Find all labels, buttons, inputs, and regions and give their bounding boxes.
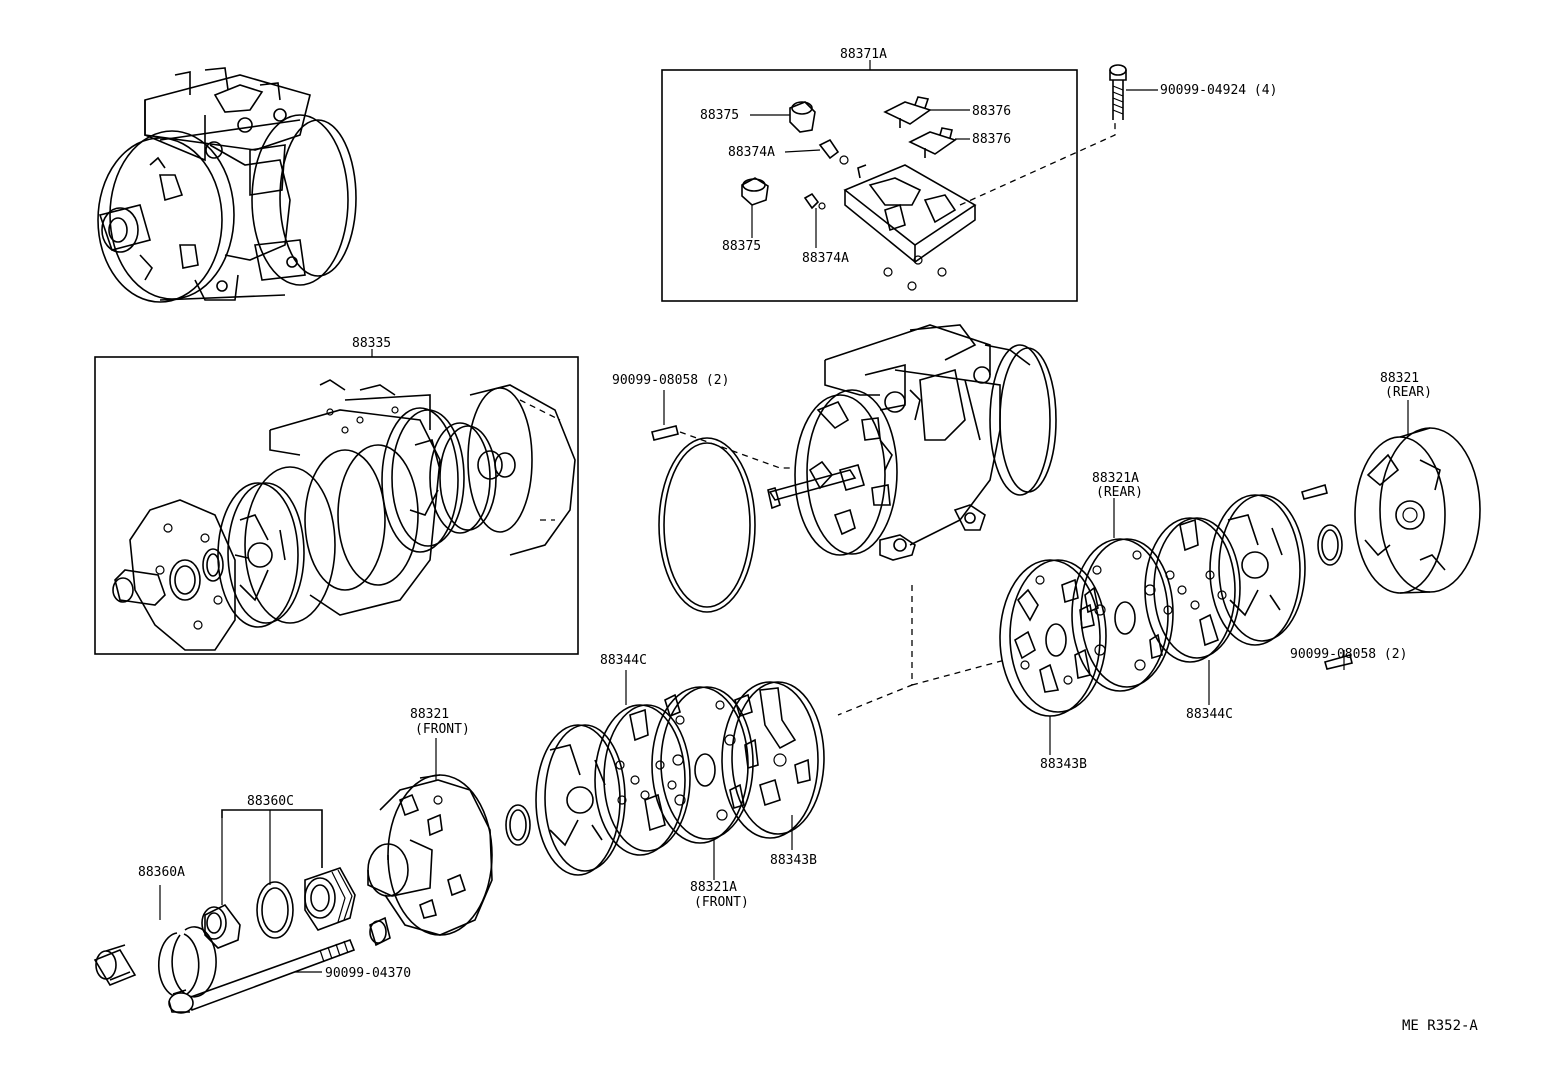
label-88321-rear: 88321 (1380, 371, 1419, 386)
label-88321A-front: 88321A (690, 880, 737, 895)
label-90099-08058-top: 90099-08058 (2) (612, 373, 729, 388)
rear-parts-group: 88343B 88321A (REAR) 88344C (999, 371, 1481, 772)
gasket-88321A-rear (1071, 538, 1169, 692)
label-90099-08058-right: 90099-08058 (2) (1290, 647, 1407, 662)
label-88360C: 88360C (247, 794, 294, 809)
label-88376-mid: 88376 (972, 132, 1011, 147)
label-88375-bottom: 88375 (722, 239, 761, 254)
valve-plate-88343B-mid (721, 681, 819, 839)
label-88374A-top: 88374A (728, 145, 775, 160)
label-88344C-mid: 88344C (600, 653, 647, 668)
label-88375-top: 88375 (700, 108, 739, 123)
reed-valve-88344C-right (1144, 517, 1236, 663)
label-90099-04370: 90099-04370 (325, 966, 411, 981)
front-valve-stack-group: 88343B 88321A (FRONT) 88344C (505, 653, 825, 910)
label-88321-front: 88321 (410, 707, 449, 722)
front-head-group: 88321 (FRONT) 88360C 88360A (93, 707, 493, 1014)
label-90099-04924: 90099-04924 (4) (1160, 83, 1277, 98)
label-88321A-rear: 88321A (1092, 471, 1139, 486)
label-88321-rear-sub: (REAR) (1385, 385, 1432, 400)
compressor-body-group: 90099-08058 (2) (612, 324, 1057, 613)
cylinder-frame (94, 356, 579, 655)
label-88344C-right: 88344C (1186, 707, 1233, 722)
gasket-88321A-front (651, 686, 749, 844)
diagram-reference-code: ME R352-A (1402, 1018, 1478, 1034)
assembly-link-line (837, 585, 913, 716)
label-88360A: 88360A (138, 865, 185, 880)
label-88374A-bottom: 88374A (802, 251, 849, 266)
compressor-assembly-illustration (97, 67, 357, 303)
label-88321-front-sub: (FRONT) (415, 722, 470, 737)
label-88343B-right: 88343B (1040, 757, 1087, 772)
label-88343B-mid: 88343B (770, 853, 817, 868)
bolt-90099-04924: 90099-04924 (4) (1109, 64, 1277, 120)
label-88376-top: 88376 (972, 104, 1011, 119)
label-88321A-front-sub: (FRONT) (694, 895, 749, 910)
o-ring-front-body (658, 437, 756, 613)
cylinder-88335-group: 88335 (94, 336, 579, 655)
label-88371A: 88371A (840, 47, 887, 62)
valve-kit-88371A-group: 88371A 88376 88376 88375 88374A (661, 47, 1116, 302)
label-88335: 88335 (352, 336, 391, 351)
rear-head-88321 (1354, 436, 1446, 594)
label-88321A-rear-sub: (REAR) (1096, 485, 1143, 500)
reed-valve-88344C-mid (594, 704, 686, 856)
